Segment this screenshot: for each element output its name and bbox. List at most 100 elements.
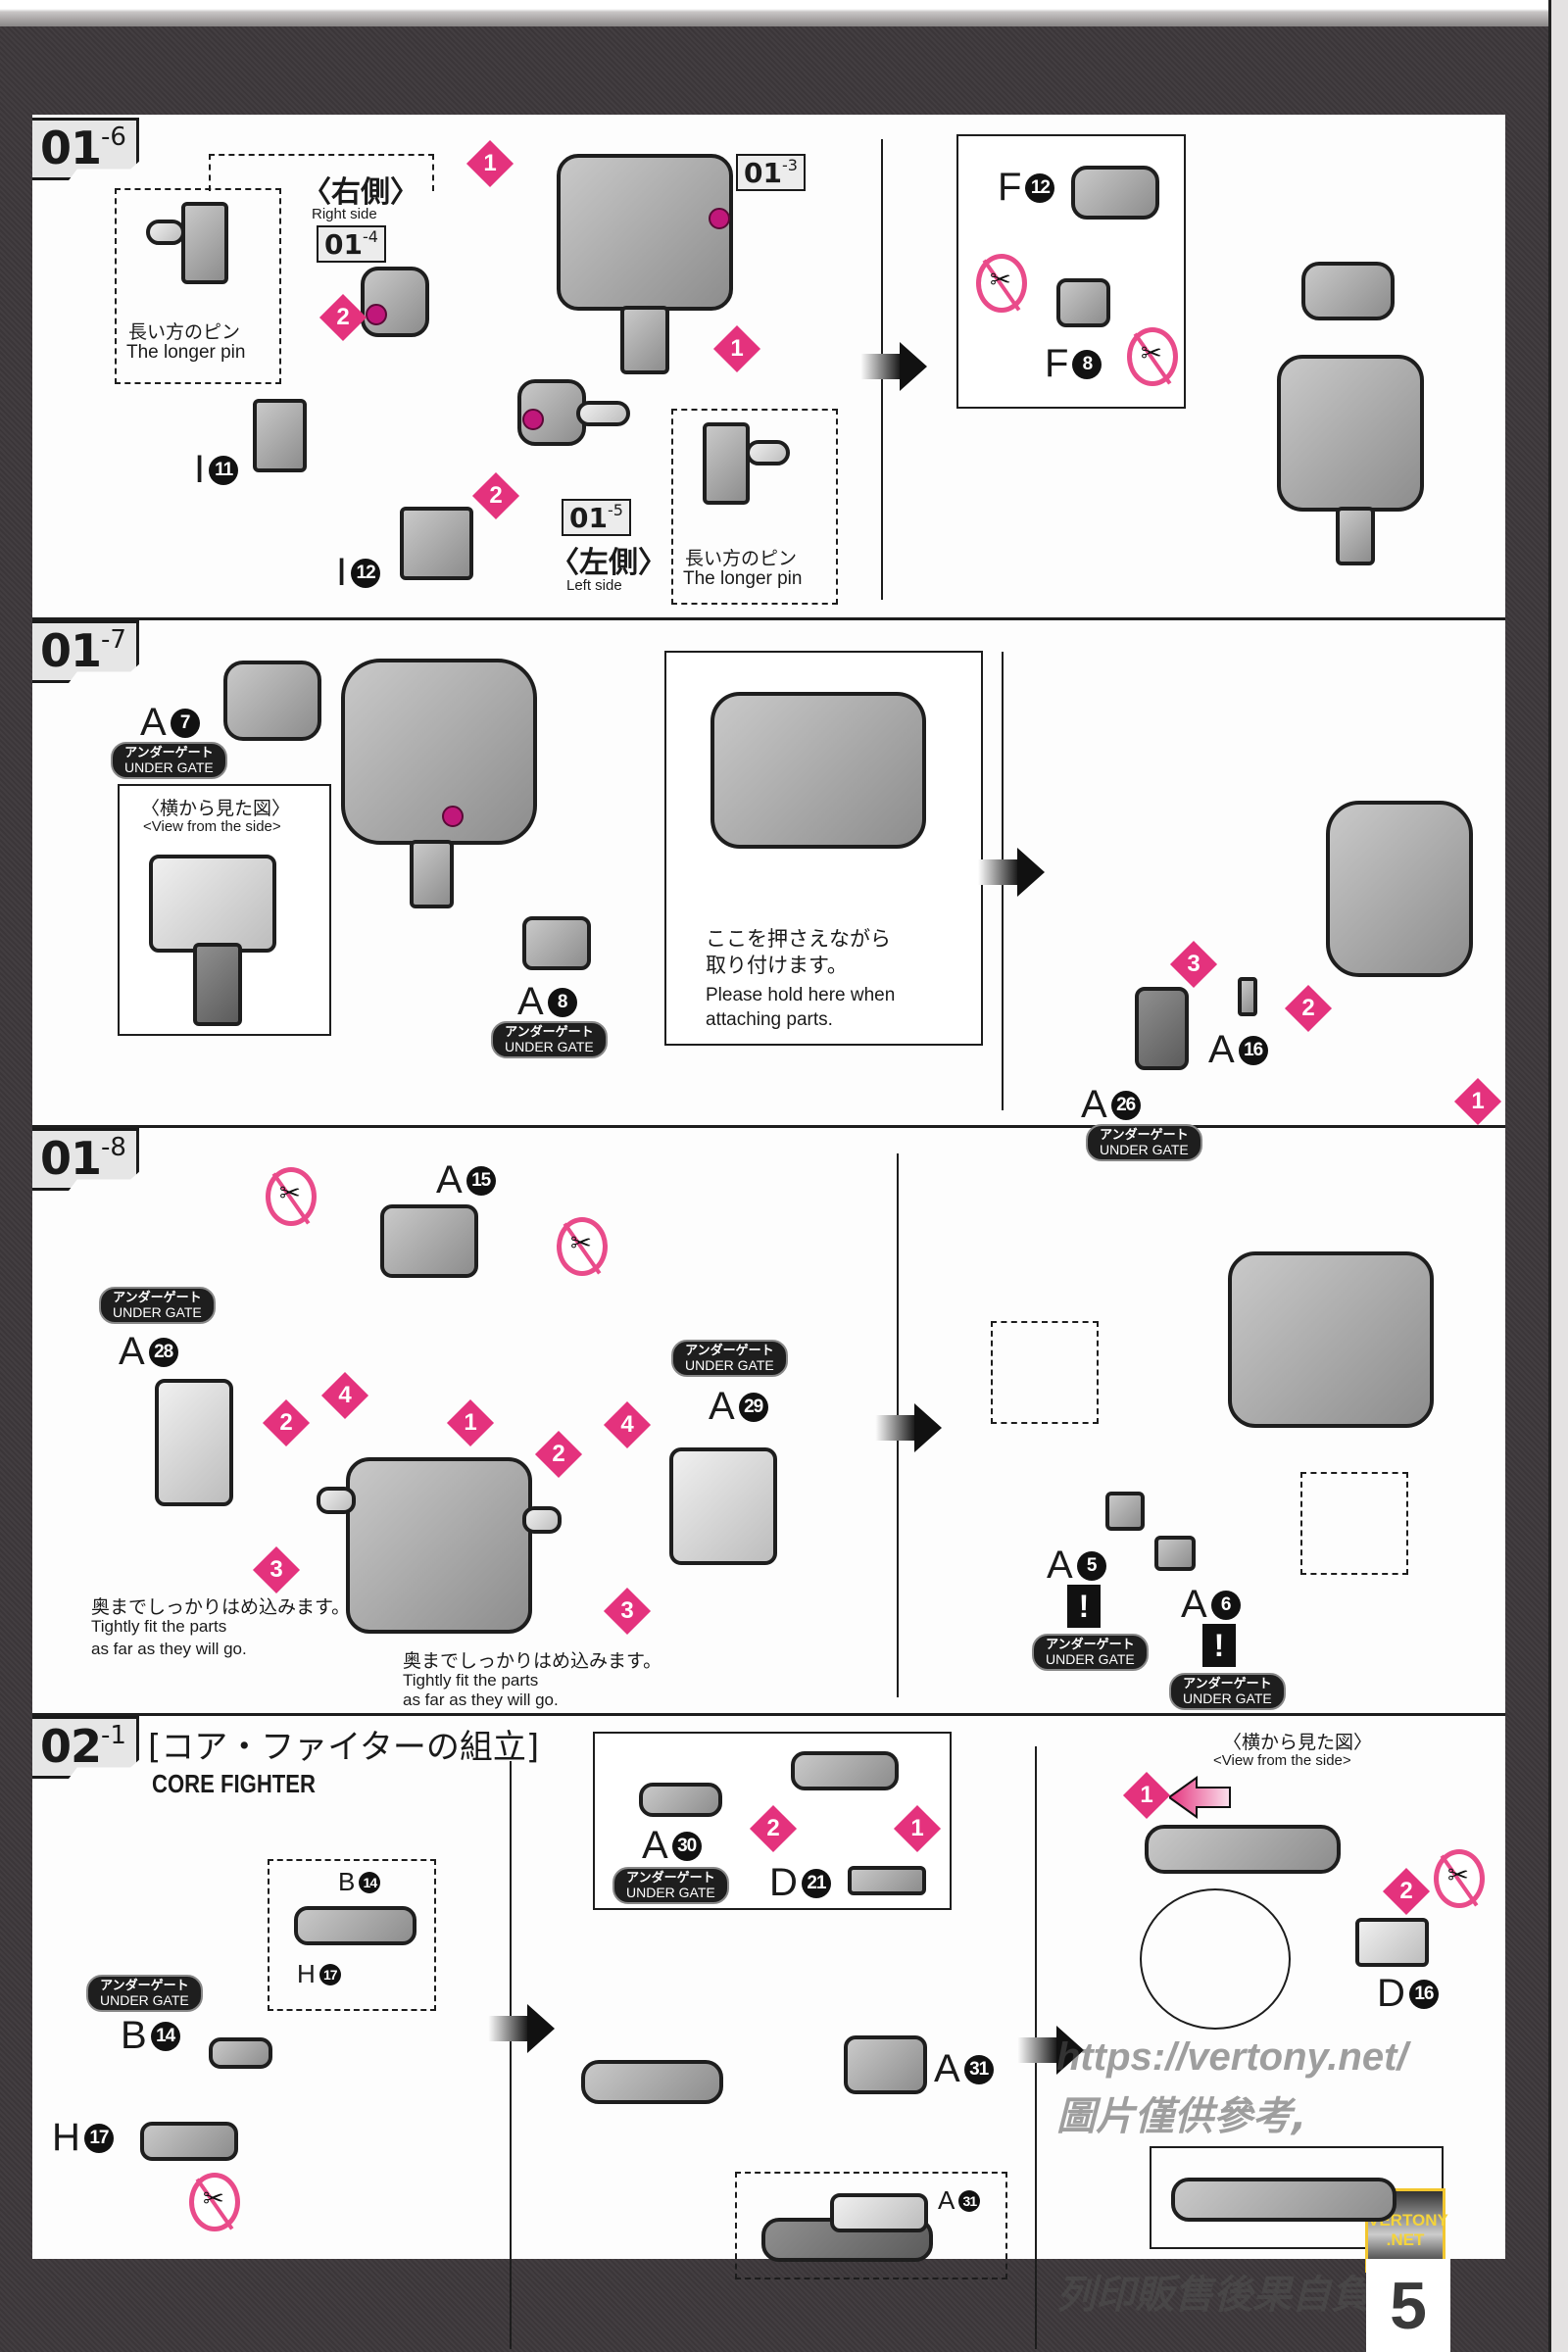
step-badge: 01 -8 [32,1128,139,1191]
fit-note-jp: 奥までしっかりはめ込みます。 [403,1650,662,1672]
side-view-jp: 〈横から見た図〉 [141,798,291,819]
ref-main: 01 [744,157,782,189]
longer-pin-callout: 長い方のピン The longer pin [115,188,281,384]
fit-note-en1: Tightly fit the parts [403,1671,539,1690]
part-a15 [380,1204,478,1278]
longer-pin-en: The longer pin [683,568,803,589]
detail-part [830,2193,928,2232]
step-marker: 3 [252,1545,301,1594]
part-a26 [1135,987,1189,1070]
step-number: 01 [40,624,102,677]
no-nipper-icon [1127,327,1178,386]
part-shaft [746,440,790,466]
shaft [522,1506,562,1534]
hold-note-jp1: ここを押さえながら [706,927,891,951]
part-a29 [669,1447,777,1565]
pin [522,409,544,430]
part-a8 [522,916,591,970]
hold-note-en1: Please hold here when [706,985,896,1005]
ref-badge-01-4: 01 -4 [317,225,386,263]
detail-part [294,1906,416,1945]
no-nipper-icon [266,1167,317,1226]
step-marker: 2 [749,1804,798,1853]
next-arrow-icon [978,848,1045,897]
step-marker: 1 [446,1398,495,1447]
hold-detail-box: ここを押さえながら 取り付けます。 Please hold here when … [664,651,983,1046]
step-badge: 02 -1 [32,1716,139,1779]
scan-right-edge [1548,0,1568,2352]
scan-top-edge [0,0,1568,26]
torso-assembled [1228,1251,1434,1428]
part-body [703,422,750,505]
pin [366,304,387,325]
watermark-line2: 圖片僅供參考, [1056,2094,1307,2139]
watermark-line3: 列印販售後果自負 [1056,2273,1370,2318]
assembly-part [791,1751,899,1790]
step-marker: 2 [262,1398,311,1447]
torso-lower [410,840,454,908]
step-sub: -7 [101,625,126,655]
step-number: 01 [40,122,102,174]
step-marker: 1 [466,139,514,188]
torso-lower [620,306,669,374]
fit-note-en2: as far as they will go. [403,1690,559,1709]
part-shaft [146,220,185,245]
part-a28 [155,1379,233,1506]
hold-note-jp2: 取り付けます。 [706,954,848,977]
torso-assembled [1277,355,1424,512]
ref-sub: -4 [362,227,378,246]
step-marker: 1 [712,324,761,373]
watermark-url: https://vertony.net/ [1056,2035,1408,2079]
push-arrow-icon [1169,1776,1231,1819]
step-sub: -6 [101,122,126,152]
right-side-jp: 〈右側〉 [302,175,419,210]
step-marker: 2 [1284,984,1333,1033]
part-a30 [639,1783,722,1817]
part-a7 [223,661,321,741]
side-view-jp: 〈横から見た図〉 [1223,1732,1373,1753]
core-fighter-part [1145,1825,1341,1874]
next-arrow-icon [875,1403,942,1452]
longer-pin-jp: 長い方のピン [128,321,241,343]
torso-assembled [1326,801,1473,977]
step-badge: 01 -7 [32,620,139,683]
step-badge: 01 -6 [32,118,139,180]
torso-part [341,659,537,845]
side-view-en: <View from the side> [143,818,281,835]
next-arrow-icon [488,2004,555,2053]
no-nipper-icon [976,254,1027,313]
fit-note-en2: as far as they will go. [91,1640,247,1658]
part-body [181,202,228,284]
next-arrow-icon [860,342,927,391]
left-side-en: Left side [566,577,622,594]
ref-badge-01-3: 01 -3 [736,154,806,191]
fit-note-jp: 奥までしっかりはめ込みます。 [91,1596,351,1618]
part-a6 [1154,1536,1196,1571]
step-marker: 2 [318,293,368,342]
detail-callout [1300,1472,1408,1575]
step-marker: 3 [1169,940,1218,989]
step-sub: -1 [101,1721,126,1750]
no-nipper-icon [189,2173,240,2231]
